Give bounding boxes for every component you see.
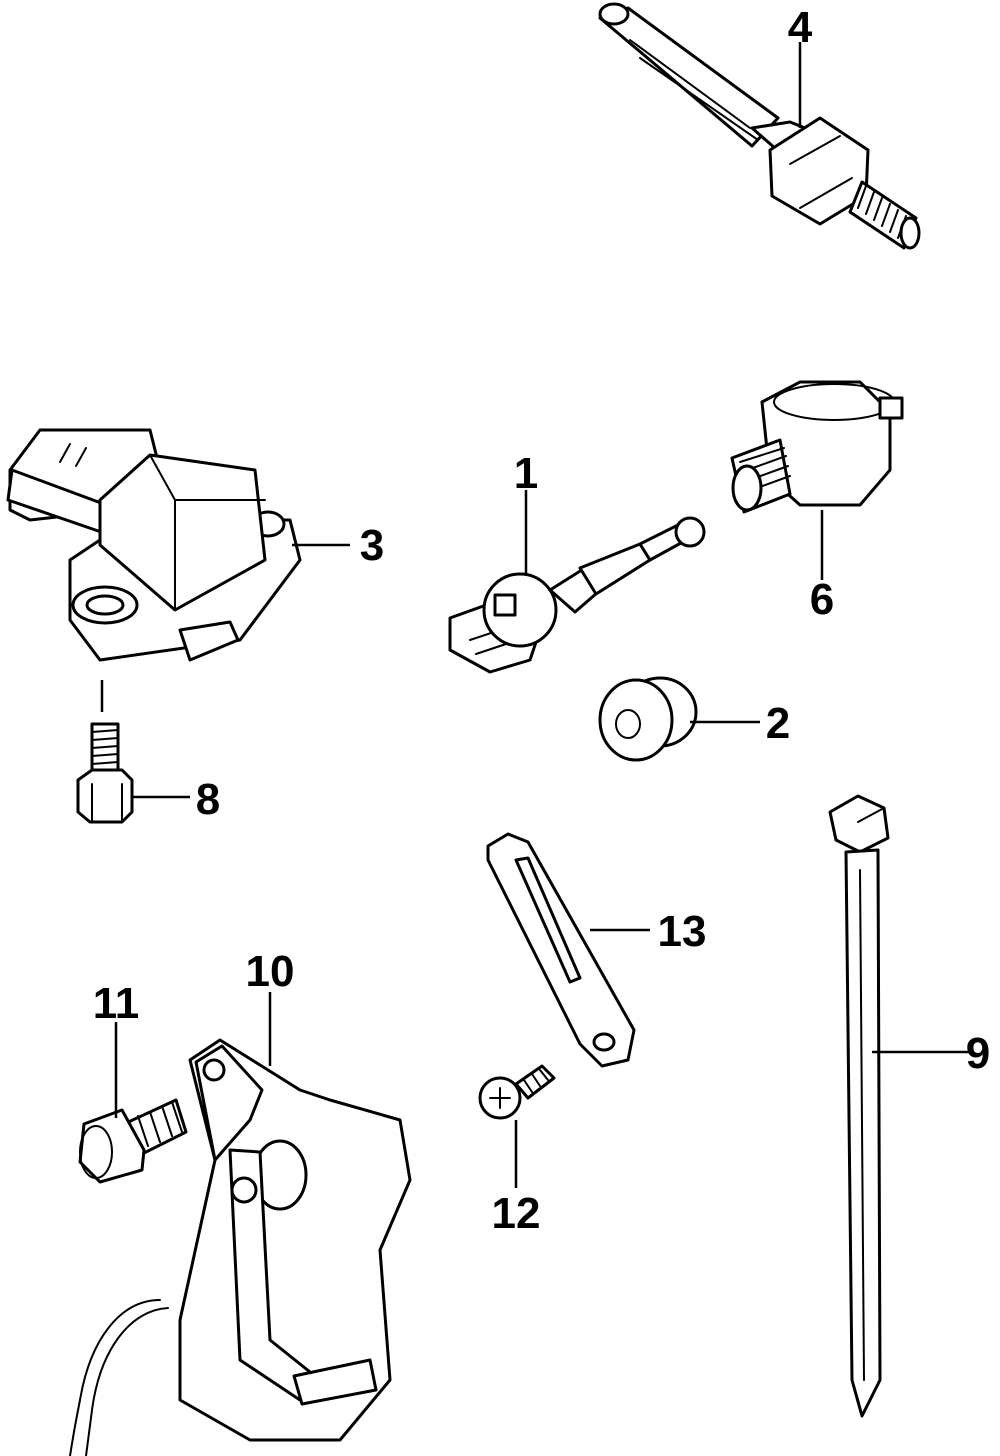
part-4-temperature-sensor [598, 2, 921, 250]
callout-3: 3 [360, 521, 384, 570]
callout-8: 8 [196, 775, 220, 824]
part-3-map-sensor [6, 428, 302, 662]
leader-lines [100, 42, 970, 1188]
part-1-sensor [448, 516, 706, 674]
part-13-bracket-strap [486, 832, 636, 1068]
part-2-grommet [598, 676, 698, 762]
callout-13: 13 [658, 907, 707, 956]
part-6-knock-sensor [730, 380, 904, 514]
callout-11: 11 [93, 979, 140, 1028]
part-9-cable-tie [828, 794, 890, 1418]
part-12-screw [478, 1064, 556, 1120]
callout-1: 1 [514, 449, 538, 498]
callout-2: 2 [766, 699, 790, 748]
part-11-bolt [78, 1098, 188, 1184]
callout-10: 10 [246, 947, 295, 996]
callout-12: 12 [492, 1189, 541, 1238]
callout-4: 4 [788, 3, 813, 52]
part-10-throttle-sensor [69, 1038, 412, 1456]
part-8-bolt [76, 722, 134, 824]
callout-9: 9 [966, 1029, 990, 1078]
callout-6: 6 [810, 575, 834, 624]
